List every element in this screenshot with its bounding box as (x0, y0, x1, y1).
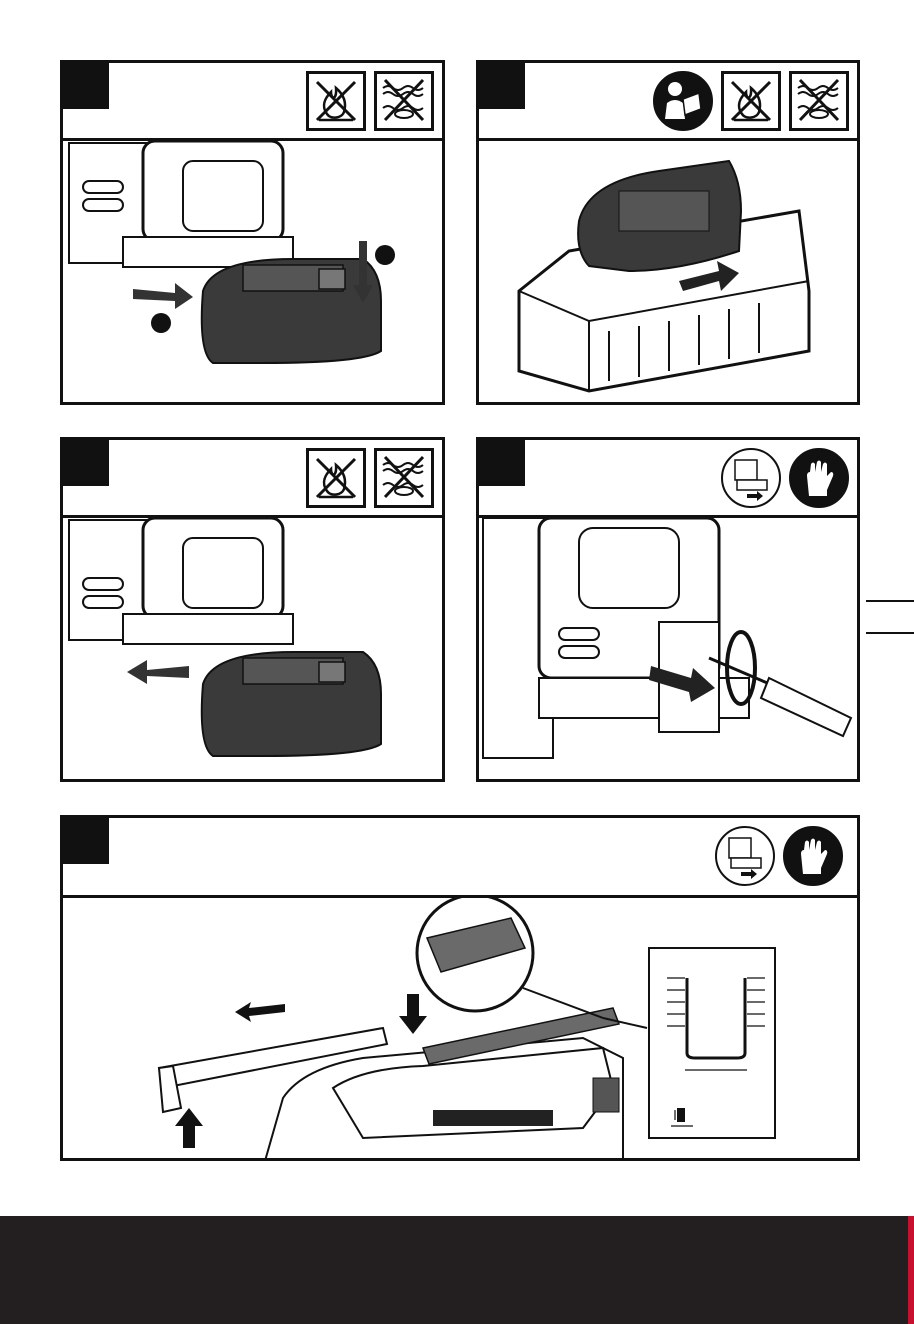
step-number-badge (63, 818, 109, 864)
panel-header (63, 63, 442, 141)
step-number-badge (63, 440, 109, 486)
no-fire-icon (306, 448, 366, 508)
step-number-badge (479, 440, 525, 486)
footer-accent-stripe (908, 1216, 914, 1324)
panel-header (63, 818, 857, 898)
figure-panel-b (476, 60, 860, 405)
read-manual-icon (653, 71, 713, 131)
figure-panel-d (476, 437, 860, 782)
staple-loading-illustration (63, 898, 857, 1158)
figure-panel-c (60, 437, 445, 782)
screwdriver-illustration (479, 518, 857, 779)
page-footer-band (0, 1216, 914, 1324)
unplug-battery-icon (715, 826, 775, 886)
step-number-badge (63, 63, 109, 109)
side-rule-bottom (866, 632, 914, 634)
figure-panel-a (60, 60, 445, 405)
no-water-icon (374, 71, 434, 131)
wear-gloves-icon (783, 826, 843, 886)
battery-remove-illustration (63, 518, 442, 779)
panel-header (479, 440, 857, 518)
no-water-icon (789, 71, 849, 131)
unplug-battery-icon (721, 448, 781, 508)
no-fire-icon (306, 71, 366, 131)
panel-header (479, 63, 857, 141)
figure-panel-e (60, 815, 860, 1161)
no-water-icon (374, 448, 434, 508)
battery-insert-illustration (63, 141, 442, 402)
no-fire-icon (721, 71, 781, 131)
wear-gloves-icon (789, 448, 849, 508)
side-rule-top (866, 600, 914, 602)
charger-illustration (479, 141, 857, 402)
step-number-badge (479, 63, 525, 109)
panel-header (63, 440, 442, 518)
